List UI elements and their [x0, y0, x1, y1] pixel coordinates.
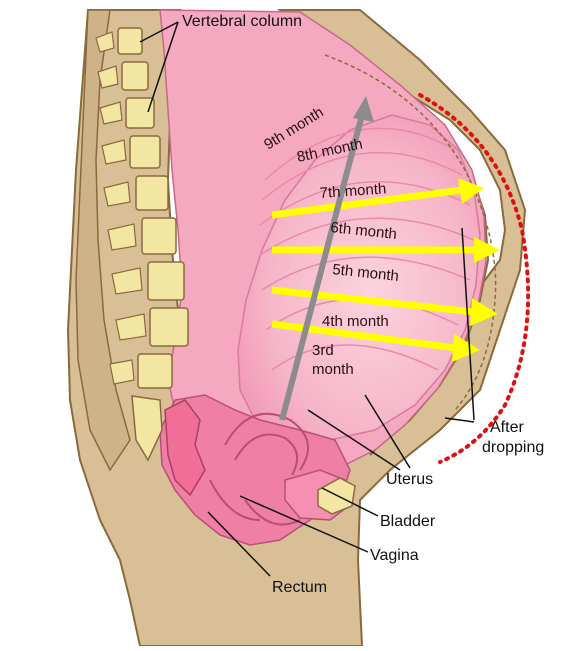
label-bladder: Bladder	[380, 513, 436, 530]
label-3rd-month-line1: 3rd	[312, 342, 334, 359]
growth-arrows	[271, 178, 500, 362]
leader-lines	[139, 21, 475, 577]
fundal-arrow-head	[353, 96, 374, 122]
rectum-shape	[164, 399, 206, 497]
label-rectum: Rectum	[272, 579, 327, 596]
cervix-folds	[209, 412, 309, 526]
label-after-dropping-line1: After	[490, 419, 524, 436]
vertebral-processes	[95, 31, 147, 385]
label-3rd-month-line2: month	[312, 361, 354, 378]
label-uterus: Uterus	[386, 471, 433, 488]
back-skin	[75, 9, 131, 472]
vertebral-column	[117, 27, 189, 462]
label-5th-month: 5th month	[332, 261, 400, 285]
fundal-height-arrow	[279, 114, 365, 421]
label-vagina: Vagina	[370, 547, 419, 564]
label-7th-month: 7th month	[319, 180, 387, 202]
label-6th-month: 6th month	[330, 219, 398, 243]
after-dropping-outline	[418, 93, 531, 464]
label-after-dropping-line2: dropping	[482, 439, 544, 456]
label-vertebral-column: Vertebral column	[182, 13, 302, 30]
belly-outline-before	[324, 54, 497, 411]
label-4th-month: 4th month	[322, 313, 389, 330]
